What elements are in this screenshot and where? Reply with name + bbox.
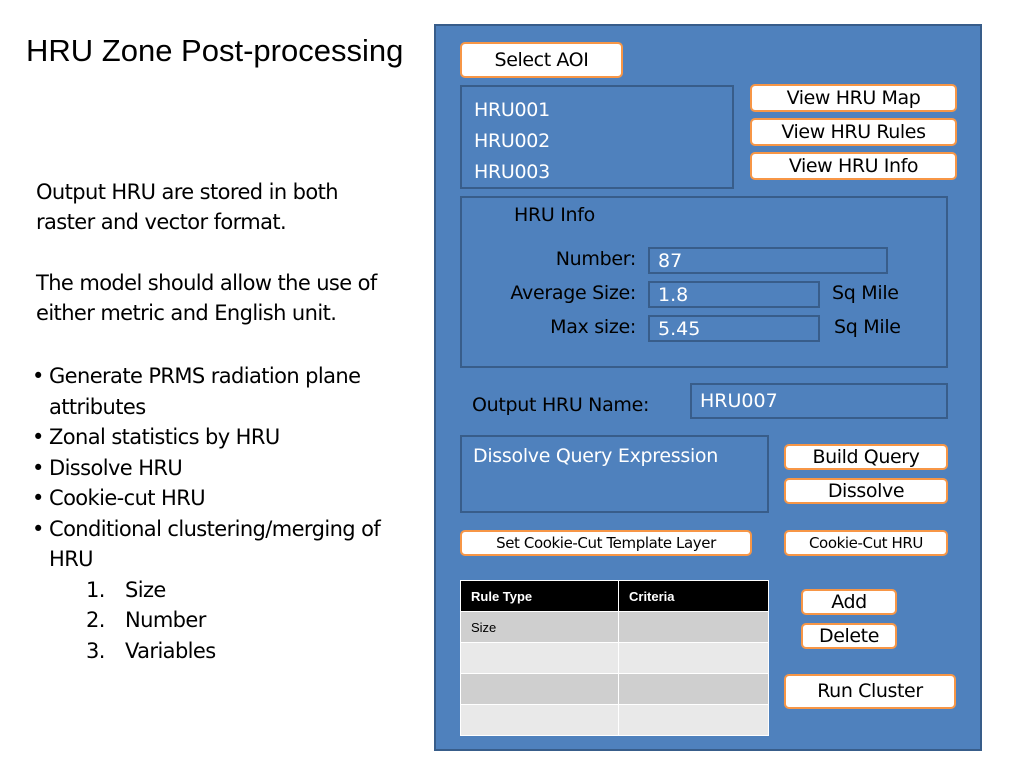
hru-info-heading: HRU Info <box>514 204 595 226</box>
table-cell[interactable] <box>460 704 619 736</box>
table-row[interactable] <box>460 673 769 705</box>
rules-table: Rule Type Criteria Size <box>460 580 769 736</box>
bullet-item: •Dissolve HRU <box>30 453 399 484</box>
sub-item: 3. Variables <box>30 636 399 667</box>
output-hru-name-label: Output HRU Name: <box>472 394 650 416</box>
sub-item-number: 3. <box>86 638 105 663</box>
view-hru-map-button[interactable]: View HRU Map <box>750 84 957 112</box>
bullet-text: Cookie-cut HRU <box>49 486 206 510</box>
bullet-glyph: • <box>32 455 44 480</box>
hru-list-item[interactable]: HRU003 <box>474 161 550 183</box>
table-cell[interactable] <box>460 673 619 705</box>
hru-info-group <box>460 196 948 368</box>
sub-item: 2. Number <box>30 605 399 636</box>
max-size-label: Max size: <box>550 316 636 338</box>
sub-item-number: 2. <box>86 608 105 632</box>
number-label: Number: <box>555 248 637 270</box>
table-cell[interactable]: Size <box>460 611 619 643</box>
bullet-text: Generate PRMS radiation plane attributes <box>49 364 361 419</box>
table-header-row: Rule Type Criteria <box>460 580 769 612</box>
bullet-glyph: • <box>32 425 44 449</box>
dissolve-query-box[interactable]: Dissolve Query Expression <box>460 435 769 513</box>
page-title: HRU Zone Post-processing <box>26 33 404 68</box>
bullet-text: Conditional clustering/merging of HRU <box>49 516 381 572</box>
sub-item: 1. Size <box>30 575 399 606</box>
add-rule-button[interactable]: Add <box>801 589 897 615</box>
sub-item-number: 1. <box>86 577 105 602</box>
bullet-text: Dissolve HRU <box>49 455 183 480</box>
view-hru-rules-button[interactable]: View HRU Rules <box>750 118 957 146</box>
bullet-item: •Conditional clustering/merging of HRU <box>30 514 399 575</box>
select-aoi-button[interactable]: Select AOI <box>460 42 623 78</box>
paragraph-storage: Output HRU are stored in both raster and… <box>36 180 339 234</box>
bullet-item: •Generate PRMS radiation plane attribute… <box>30 361 399 422</box>
dissolve-button[interactable]: Dissolve <box>784 478 948 504</box>
table-cell[interactable] <box>618 642 769 674</box>
sub-item-label: Number <box>125 608 206 632</box>
view-hru-info-button[interactable]: View HRU Info <box>750 152 957 180</box>
sub-item-label: Size <box>125 577 166 602</box>
column-header-criteria: Criteria <box>618 580 769 612</box>
average-size-unit: Sq Mile <box>832 282 899 304</box>
number-field[interactable]: 87 <box>648 247 888 274</box>
table-cell[interactable] <box>618 611 769 643</box>
hru-listbox[interactable]: HRU001 HRU002 HRU003 <box>460 85 734 189</box>
max-size-field[interactable]: 5.45 <box>648 315 820 342</box>
table-row[interactable] <box>460 704 769 736</box>
average-size-field[interactable]: 1.8 <box>648 281 820 308</box>
sub-item-label: Variables <box>125 638 216 663</box>
bullet-text: Zonal statistics by HRU <box>49 425 280 449</box>
bullet-item: •Zonal statistics by HRU <box>30 422 399 453</box>
table-row[interactable]: Size <box>460 611 769 643</box>
cookie-cut-hru-button[interactable]: Cookie-Cut HRU <box>784 530 948 556</box>
max-size-unit: Sq Mile <box>834 316 901 338</box>
run-cluster-button[interactable]: Run Cluster <box>784 674 956 709</box>
table-cell[interactable] <box>618 704 769 736</box>
average-size-label: Average Size: <box>510 282 636 304</box>
table-cell[interactable] <box>460 642 619 674</box>
delete-rule-button[interactable]: Delete <box>801 623 897 649</box>
set-cookie-cut-template-button[interactable]: Set Cookie-Cut Template Layer <box>460 530 752 556</box>
table-row[interactable] <box>460 642 769 674</box>
bullet-glyph: • <box>32 516 44 541</box>
bullet-list: •Generate PRMS radiation plane attribute… <box>30 361 399 666</box>
hru-list-item[interactable]: HRU002 <box>474 130 550 152</box>
hru-list-item[interactable]: HRU001 <box>474 99 550 121</box>
bullet-glyph: • <box>32 486 44 510</box>
build-query-button[interactable]: Build Query <box>784 444 948 470</box>
output-hru-name-field[interactable]: HRU007 <box>690 383 948 419</box>
paragraph-units: The model should allow the use of either… <box>36 271 377 325</box>
bullet-item: •Cookie-cut HRU <box>30 483 399 514</box>
column-header-rule-type: Rule Type <box>460 580 619 612</box>
bullet-glyph: • <box>32 364 44 388</box>
table-cell[interactable] <box>618 673 769 705</box>
dissolve-query-placeholder: Dissolve Query Expression <box>473 445 719 467</box>
